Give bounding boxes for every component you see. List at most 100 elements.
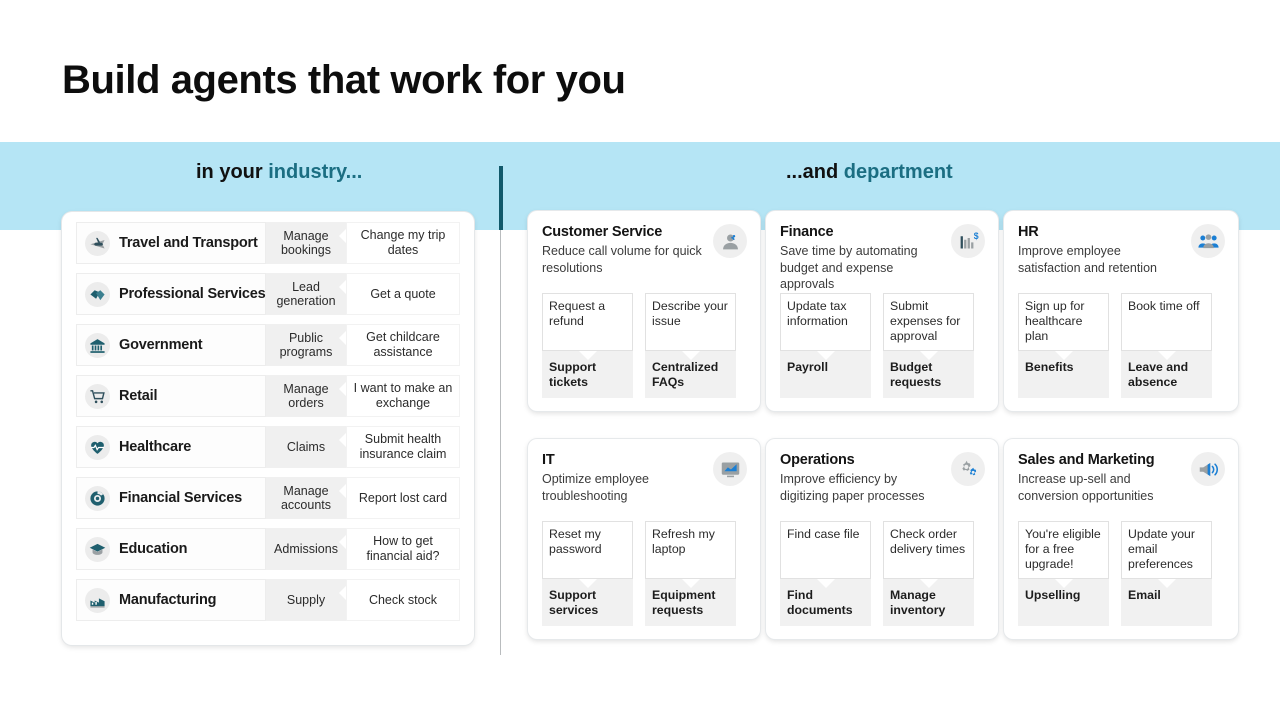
industry-prompt[interactable]: Submit health insurance claim (339, 426, 460, 468)
industry-row[interactable]: Education Admissions How to get financia… (76, 528, 460, 570)
department-subtitle: Increase up-sell and conversion opportun… (1018, 472, 1154, 503)
industry-name-cell[interactable]: Travel and Transport (76, 222, 266, 264)
people-group-icon (1191, 224, 1225, 258)
department-subtitle: Improve employee satisfaction and retent… (1018, 244, 1157, 275)
industry-name-cell[interactable]: Retail (76, 375, 266, 417)
department-prompt-list: Reset my password Support services Refre… (542, 521, 736, 626)
department-subtitle: Save time by automating budget and expen… (780, 244, 918, 291)
department-card[interactable]: IT Optimize employee troubleshooting Res… (528, 439, 760, 639)
prompt-text[interactable]: Describe your issue (645, 293, 736, 351)
prompt-text[interactable]: Update tax information (780, 293, 871, 351)
industry-name-cell[interactable]: Healthcare (76, 426, 266, 468)
industry-prompt[interactable]: Get a quote (339, 273, 460, 315)
prompt-text[interactable]: Reset my password (542, 521, 633, 579)
prompt-category[interactable]: Manage inventory (883, 579, 974, 626)
department-prompt-item[interactable]: Find case file Find documents (780, 521, 871, 626)
industry-category[interactable]: Manage accounts (266, 477, 346, 519)
department-prompt-item[interactable]: Describe your issue Centralized FAQs (645, 293, 736, 398)
department-prompt-item[interactable]: Request a refund Support tickets (542, 293, 633, 398)
industry-category[interactable]: Supply (266, 579, 346, 621)
prompt-text[interactable]: Check order delivery times (883, 521, 974, 579)
industry-category[interactable]: Manage orders (266, 375, 346, 417)
prompt-category[interactable]: Support services (542, 579, 633, 626)
department-prompt-item[interactable]: Update tax information Payroll (780, 293, 871, 398)
department-prompt-item[interactable]: Sign up for healthcare plan Benefits (1018, 293, 1109, 398)
prompt-category[interactable]: Centralized FAQs (645, 351, 736, 398)
industry-name-cell[interactable]: Professional Services (76, 273, 266, 315)
industry-name-cell[interactable]: Financial Services (76, 477, 266, 519)
industry-category[interactable]: Claims (266, 426, 346, 468)
department-subtitle: Optimize employee troubleshooting (542, 472, 649, 503)
department-prompt-item[interactable]: Check order delivery times Manage invent… (883, 521, 974, 626)
prompt-category[interactable]: Equipment requests (645, 579, 736, 626)
industry-category[interactable]: Admissions (266, 528, 346, 570)
industry-label: Manufacturing (119, 592, 217, 608)
industry-prompt[interactable]: I want to make an exchange (339, 375, 460, 417)
industry-name-cell[interactable]: Education (76, 528, 266, 570)
department-card[interactable]: Finance Save time by automating budget a… (766, 211, 998, 411)
prompt-category[interactable]: Payroll (780, 351, 871, 398)
industry-heading: in your industry... (196, 161, 362, 184)
prompt-category[interactable]: Email (1121, 579, 1212, 626)
prompt-text[interactable]: Submit expenses for approval (883, 293, 974, 351)
department-prompt-list: Find case file Find documents Check orde… (780, 521, 974, 626)
department-prompt-item[interactable]: Book time off Leave and absence (1121, 293, 1212, 398)
department-title: HR (1018, 224, 1039, 240)
department-heading-prefix: ...and (786, 161, 844, 183)
department-card[interactable]: Sales and Marketing Increase up-sell and… (1004, 439, 1238, 639)
prompt-text[interactable]: You're eligible for a free upgrade! (1018, 521, 1109, 579)
prompt-category[interactable]: Leave and absence (1121, 351, 1212, 398)
department-prompt-item[interactable]: Refresh my laptop Equipment requests (645, 521, 736, 626)
industry-category[interactable]: Manage bookings (266, 222, 346, 264)
department-subtitle: Improve efficiency by digitizing paper p… (780, 472, 925, 503)
department-heading: ...and department (786, 161, 953, 184)
prompt-category[interactable]: Budget requests (883, 351, 974, 398)
department-card[interactable]: HR Improve employee satisfaction and ret… (1004, 211, 1238, 411)
industry-row[interactable]: Government Public programs Get childcare… (76, 324, 460, 366)
industry-prompt[interactable]: Report lost card (339, 477, 460, 519)
industry-row[interactable]: Travel and Transport Manage bookings Cha… (76, 222, 460, 264)
industry-row[interactable]: Professional Services Lead generation Ge… (76, 273, 460, 315)
department-prompt-item[interactable]: Reset my password Support services (542, 521, 633, 626)
department-card[interactable]: Operations Improve efficiency by digitiz… (766, 439, 998, 639)
prompt-category[interactable]: Find documents (780, 579, 871, 626)
department-card[interactable]: Customer Service Reduce call volume for … (528, 211, 760, 411)
industry-name-cell[interactable]: Manufacturing (76, 579, 266, 621)
prompt-text[interactable]: Find case file (780, 521, 871, 579)
department-subtitle: Reduce call volume for quick resolutions (542, 244, 702, 275)
industry-category[interactable]: Lead generation (266, 273, 346, 315)
prompt-text[interactable]: Update your email preferences (1121, 521, 1212, 579)
department-prompt-list: Update tax information Payroll Submit ex… (780, 293, 974, 398)
prompt-category[interactable]: Benefits (1018, 351, 1109, 398)
industry-row[interactable]: Manufacturing Supply Check stock (76, 579, 460, 621)
person-headset-icon (713, 224, 747, 258)
department-prompt-list: Request a refund Support tickets Describ… (542, 293, 736, 398)
industry-prompt[interactable]: Check stock (339, 579, 460, 621)
industry-label: Education (119, 541, 188, 557)
prompt-category[interactable]: Support tickets (542, 351, 633, 398)
prompt-text[interactable]: Sign up for healthcare plan (1018, 293, 1109, 351)
department-title: Finance (780, 224, 834, 240)
industry-category[interactable]: Public programs (266, 324, 346, 366)
industry-label: Government (119, 337, 203, 353)
industry-prompt[interactable]: Get childcare assistance (339, 324, 460, 366)
graduation-cap-icon (85, 536, 110, 562)
industry-heading-prefix: in your (196, 161, 269, 183)
prompt-text[interactable]: Book time off (1121, 293, 1212, 351)
prompt-text[interactable]: Refresh my laptop (645, 521, 736, 579)
airplane-icon (85, 230, 110, 256)
department-prompt-list: You're eligible for a free upgrade! Upse… (1018, 521, 1212, 626)
industry-prompt[interactable]: How to get financial aid? (339, 528, 460, 570)
industry-name-cell[interactable]: Government (76, 324, 266, 366)
industry-row[interactable]: Financial Services Manage accounts Repor… (76, 477, 460, 519)
prompt-text[interactable]: Request a refund (542, 293, 633, 351)
industry-prompt[interactable]: Change my trip dates (339, 222, 460, 264)
industry-row[interactable]: Healthcare Claims Submit health insuranc… (76, 426, 460, 468)
industry-row[interactable]: Retail Manage orders I want to make an e… (76, 375, 460, 417)
industry-label: Healthcare (119, 439, 192, 455)
department-prompt-item[interactable]: Update your email preferences Email (1121, 521, 1212, 626)
prompt-category[interactable]: Upselling (1018, 579, 1109, 626)
department-prompt-item[interactable]: You're eligible for a free upgrade! Upse… (1018, 521, 1109, 626)
department-prompt-item[interactable]: Submit expenses for approval Budget requ… (883, 293, 974, 398)
